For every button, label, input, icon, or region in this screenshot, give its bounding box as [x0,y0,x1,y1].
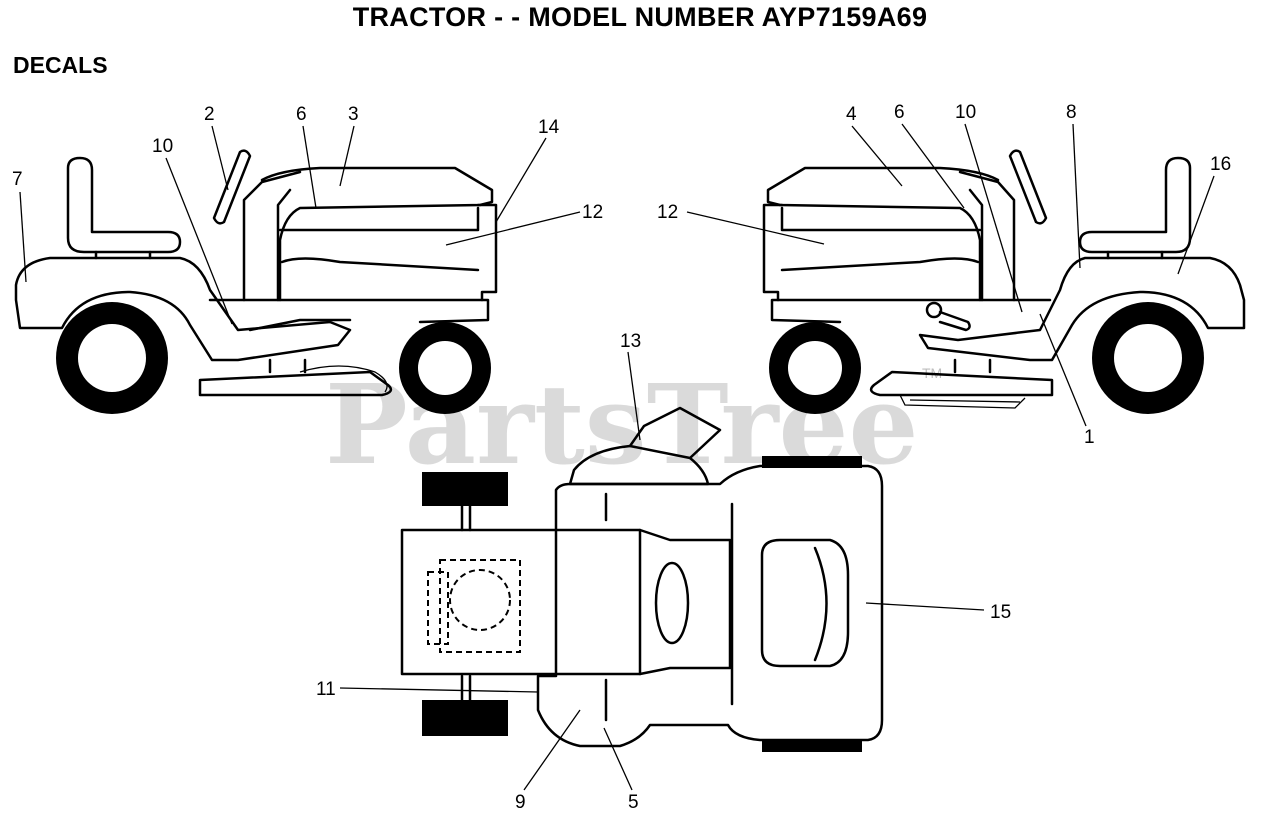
callout-14: 14 [538,117,560,138]
callout-8: 8 [1066,102,1077,123]
callout-4: 4 [846,104,857,125]
left-side-tractor [14,149,498,414]
callout-7: 7 [12,169,23,190]
callout-15: 15 [990,602,1011,623]
section-heading: DECALS [13,52,108,78]
page-title: TRACTOR - - MODEL NUMBER AYP7159A69 [352,2,928,32]
callout-12-right: 12 [657,202,678,223]
callout-3: 3 [348,104,359,125]
callout-11: 11 [316,679,336,700]
callout-5: 5 [628,792,639,813]
callout-13: 13 [620,331,641,352]
top-view-tractor [400,406,884,752]
right-side-tractor [762,149,1246,414]
callout-9: 9 [515,792,526,813]
callout-12-left: 12 [582,202,603,223]
callout-2: 2 [204,104,215,125]
callout-10-left: 10 [152,136,173,157]
callout-6-right: 6 [894,102,905,123]
callout-numbers: 7 10 2 6 3 14 12 4 6 10 8 16 12 1 13 15 … [12,102,1231,813]
callout-6-left: 6 [296,104,307,125]
callout-1: 1 [1084,427,1095,448]
leader-lines [19,123,1215,791]
callout-10-right: 10 [955,102,976,123]
callout-16: 16 [1210,154,1231,175]
